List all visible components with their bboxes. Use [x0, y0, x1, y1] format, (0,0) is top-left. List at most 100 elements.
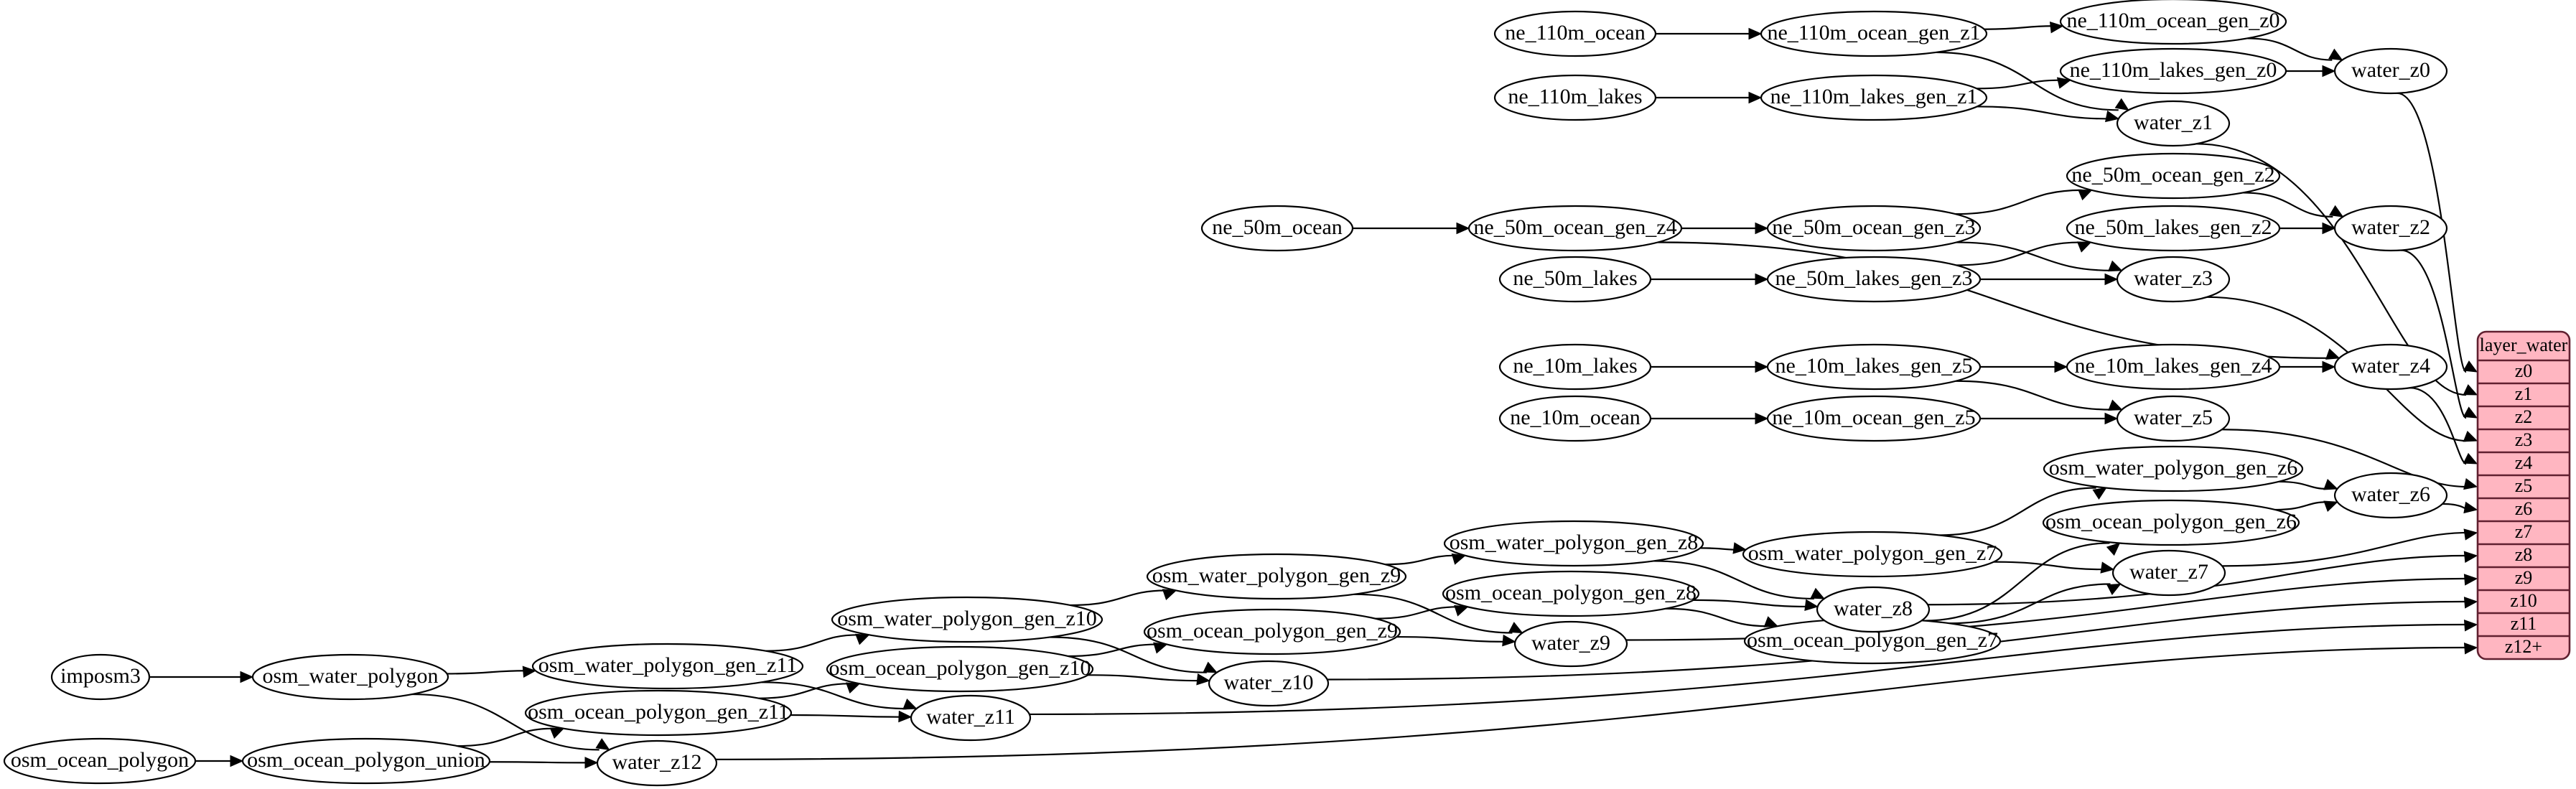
node-ne_10m_ocean_gen_z5[interactable]: ne_10m_ocean_gen_z5 — [1766, 395, 1982, 442]
layer-water-row-z6[interactable]: z6 — [2478, 497, 2570, 519]
edge-ne_110m_lakes_gen_z1-to-ne_110m_lakes_gen_z0 — [1977, 77, 2072, 90]
edge-ne_50m_ocean_gen_z3-to-water_z3 — [1956, 241, 2123, 272]
edge-osm_water_polygon_gen_z9-to-osm_water_polygon_gen_z8 — [1385, 553, 1466, 566]
node-water_z12[interactable]: water_z12 — [596, 739, 718, 787]
node-osm_ocean_polygon_gen_z6[interactable]: osm_ocean_polygon_gen_z6 — [2042, 499, 2300, 546]
node-layer: imposm3 osm_water_polygon osm_ocean_polygo… — [3, 0, 2448, 787]
node-ne_10m_lakes[interactable]: ne_10m_lakes — [1498, 343, 1652, 391]
layer-water-row-z9[interactable]: z9 — [2478, 566, 2570, 588]
layer-water-table-outline — [2476, 330, 2571, 660]
layer-water-row-z3[interactable]: z3 — [2478, 428, 2570, 450]
node-osm_water_polygon_gen_z6[interactable]: osm_water_polygon_gen_z6 — [2043, 445, 2304, 492]
node-imposm3[interactable]: imposm3 — [50, 653, 151, 701]
layer-water-row-label-z10: z10 — [2510, 590, 2537, 611]
edge-ne_10m_lakes_gen_z5-to-water_z5 — [1956, 380, 2123, 411]
node-osm_water_polygon_gen_z7[interactable]: osm_water_polygon_gen_z7 — [1742, 531, 2003, 578]
edge-ne_50m_ocean_gen_z4-to-water_z4 — [1657, 241, 2341, 360]
node-water_z2[interactable]: water_z2 — [2333, 205, 2448, 252]
node-water_z3[interactable]: water_z3 — [2116, 256, 2231, 303]
layer-water-row-z12+[interactable]: z12+ — [2478, 635, 2570, 657]
node-water_z4[interactable]: water_z4 — [2333, 343, 2448, 391]
edge-ne_50m_lakes-to-ne_50m_lakes_gen_z3 — [1651, 273, 1769, 286]
edge-osm_ocean_polygon_gen_z7-to-water_z7 — [1949, 583, 2122, 625]
layer-water-row-z10[interactable]: z10 — [2478, 589, 2570, 611]
layer-water-row-z11[interactable]: z11 — [2478, 612, 2570, 634]
edge-ne_110m_lakes_gen_z0-to-water_z0 — [2286, 65, 2336, 78]
layer-water-row-z0[interactable]: z0 — [2478, 359, 2570, 381]
edge-water_z2-to-row-z2 — [2400, 249, 2478, 419]
node-osm_ocean_polygon_gen_z8[interactable]: osm_ocean_polygon_gen_z8 — [1442, 570, 1700, 617]
edge-osm_water_polygon_gen_z7-to-osm_water_polygon_gen_z6 — [1939, 487, 2107, 536]
node-label-osm_water_polygon_gen_z7: osm_water_polygon_gen_z7 — [1748, 541, 1997, 565]
layer-water-row-z5[interactable]: z5 — [2478, 474, 2570, 496]
node-label-water_z9: water_z9 — [1531, 631, 1610, 655]
node-water_z5[interactable]: water_z5 — [2116, 395, 2231, 442]
layer-water-row-z8[interactable]: z8 — [2478, 543, 2570, 565]
layer-water-row-z4[interactable]: z4 — [2478, 451, 2570, 473]
node-ne_10m_ocean[interactable]: ne_10m_ocean — [1498, 395, 1652, 442]
node-osm_ocean_polygon_union[interactable]: osm_ocean_polygon_union — [241, 737, 491, 785]
node-ne_10m_lakes_gen_z4[interactable]: ne_10m_lakes_gen_z4 — [2066, 343, 2281, 391]
node-osm_ocean_polygon_gen_z10[interactable]: osm_ocean_polygon_gen_z10 — [826, 645, 1094, 693]
node-ne_50m_ocean[interactable]: ne_50m_ocean — [1200, 205, 1354, 252]
node-osm_water_polygon_gen_z8[interactable]: osm_water_polygon_gen_z8 — [1443, 520, 1704, 567]
node-ne_10m_lakes_gen_z5[interactable]: ne_10m_lakes_gen_z5 — [1766, 343, 1982, 391]
node-osm_water_polygon_gen_z9[interactable]: osm_water_polygon_gen_z9 — [1146, 553, 1407, 600]
node-label-osm_water_polygon_gen_z6: osm_water_polygon_gen_z6 — [2049, 456, 2298, 480]
edge-osm_water_polygon_gen_z7-to-water_z7 — [1994, 561, 2115, 574]
layer-water-row-label-z12+: z12+ — [2505, 636, 2542, 657]
edge-osm_ocean_polygon_union-to-osm_ocean_polygon_gen_z11 — [457, 727, 565, 747]
node-ne_50m_ocean_gen_z4[interactable]: ne_50m_ocean_gen_z4 — [1467, 205, 1683, 252]
node-water_z1[interactable]: water_z1 — [2116, 100, 2231, 147]
edge-ne_50m_ocean_gen_z2-to-water_z2 — [2243, 192, 2344, 218]
edge-ne_50m_lakes_gen_z2-to-water_z2 — [2279, 222, 2336, 235]
edge-ne_10m_lakes_gen_z4-to-water_z4 — [2279, 360, 2336, 373]
node-water_z0[interactable]: water_z0 — [2333, 47, 2448, 95]
node-label-osm_water_polygon_gen_z9: osm_water_polygon_gen_z9 — [1152, 564, 1401, 587]
node-water_z9[interactable]: water_z9 — [1513, 620, 1628, 668]
node-osm_water_polygon_gen_z10[interactable]: osm_water_polygon_gen_z10 — [831, 596, 1103, 643]
edge-ne_10m_ocean-to-ne_10m_ocean_gen_z5 — [1651, 412, 1769, 425]
node-water_z8[interactable]: water_z8 — [1816, 586, 1931, 633]
node-osm_water_polygon[interactable]: osm_water_polygon — [251, 653, 449, 701]
node-label-ne_10m_ocean: ne_10m_ocean — [1510, 406, 1641, 429]
edge-osm_water_polygon_gen_z9-to-water_z9 — [1354, 593, 1523, 634]
node-ne_110m_ocean_gen_z1[interactable]: ne_110m_ocean_gen_z1 — [1760, 10, 1988, 57]
node-ne_110m_ocean[interactable]: ne_110m_ocean — [1493, 10, 1657, 57]
node-ne_50m_lakes_gen_z2[interactable]: ne_50m_lakes_gen_z2 — [2066, 205, 2281, 252]
node-water_z7[interactable]: water_z7 — [2111, 549, 2226, 597]
layer-water-row-z7[interactable]: z7 — [2478, 520, 2570, 542]
node-label-osm_ocean_polygon_gen_z8: osm_ocean_polygon_gen_z8 — [1445, 581, 1697, 604]
node-label-ne_50m_lakes: ne_50m_lakes — [1513, 266, 1637, 290]
edge-osm_ocean_polygon_gen_z9-to-water_z9 — [1396, 634, 1516, 647]
edge-osm_ocean_polygon_gen_z8-to-water_z8 — [1693, 599, 1819, 611]
node-water_z6[interactable]: water_z6 — [2333, 472, 2448, 519]
node-ne_50m_ocean_gen_z3[interactable]: ne_50m_ocean_gen_z3 — [1766, 205, 1982, 252]
layer-water-row-z1[interactable]: z1 — [2478, 382, 2570, 404]
node-ne_50m_ocean_gen_z2[interactable]: ne_50m_ocean_gen_z2 — [2066, 152, 2281, 200]
node-ne_50m_lakes[interactable]: ne_50m_lakes — [1498, 256, 1652, 303]
layer-water-table-header: layer_water — [2480, 335, 2568, 355]
node-osm_ocean_polygon[interactable]: osm_ocean_polygon — [3, 737, 197, 785]
edge-ne_50m_ocean_gen_z3-to-ne_50m_ocean_gen_z2 — [1955, 189, 2093, 215]
node-osm_ocean_polygon_gen_z9[interactable]: osm_ocean_polygon_gen_z9 — [1143, 608, 1401, 655]
edge-osm_ocean_polygon_gen_z11-to-osm_ocean_polygon_gen_z10 — [758, 682, 861, 699]
node-ne_50m_lakes_gen_z3[interactable]: ne_50m_lakes_gen_z3 — [1766, 256, 1982, 303]
node-water_z10[interactable]: water_z10 — [1208, 660, 1330, 707]
node-label-osm_ocean_polygon_gen_z10: osm_ocean_polygon_gen_z10 — [829, 656, 1091, 680]
edge-water_z11-to-row-z11 — [1029, 619, 2478, 716]
node-osm_ocean_polygon_gen_z11[interactable]: osm_ocean_polygon_gen_z11 — [524, 689, 793, 737]
edge-ne_110m_ocean_gen_z1-to-water_z1 — [1936, 51, 2129, 111]
node-ne_110m_lakes_gen_z1[interactable]: ne_110m_lakes_gen_z1 — [1760, 74, 1988, 121]
node-ne_110m_ocean_gen_z0[interactable]: ne_110m_ocean_gen_z0 — [2059, 0, 2287, 45]
node-label-ne_50m_ocean_gen_z2: ne_50m_ocean_gen_z2 — [2071, 163, 2274, 187]
node-ne_110m_lakes[interactable]: ne_110m_lakes — [1493, 74, 1657, 121]
node-osm_water_polygon_gen_z11[interactable]: osm_water_polygon_gen_z11 — [531, 643, 804, 690]
edge-ne_50m_lakes_gen_z3-to-water_z3 — [1980, 273, 2119, 286]
node-label-osm_water_polygon: osm_water_polygon — [263, 664, 439, 688]
layer-water-row-z2[interactable]: z2 — [2478, 405, 2570, 427]
edge-osm_water_polygon_gen_z11-to-water_z11 — [761, 681, 918, 710]
node-ne_110m_lakes_gen_z0[interactable]: ne_110m_lakes_gen_z0 — [2059, 47, 2287, 95]
node-water_z11[interactable]: water_z11 — [910, 694, 1032, 742]
edge-osm_ocean_polygon_gen_z9-to-osm_ocean_polygon_gen_z8 — [1375, 604, 1469, 620]
